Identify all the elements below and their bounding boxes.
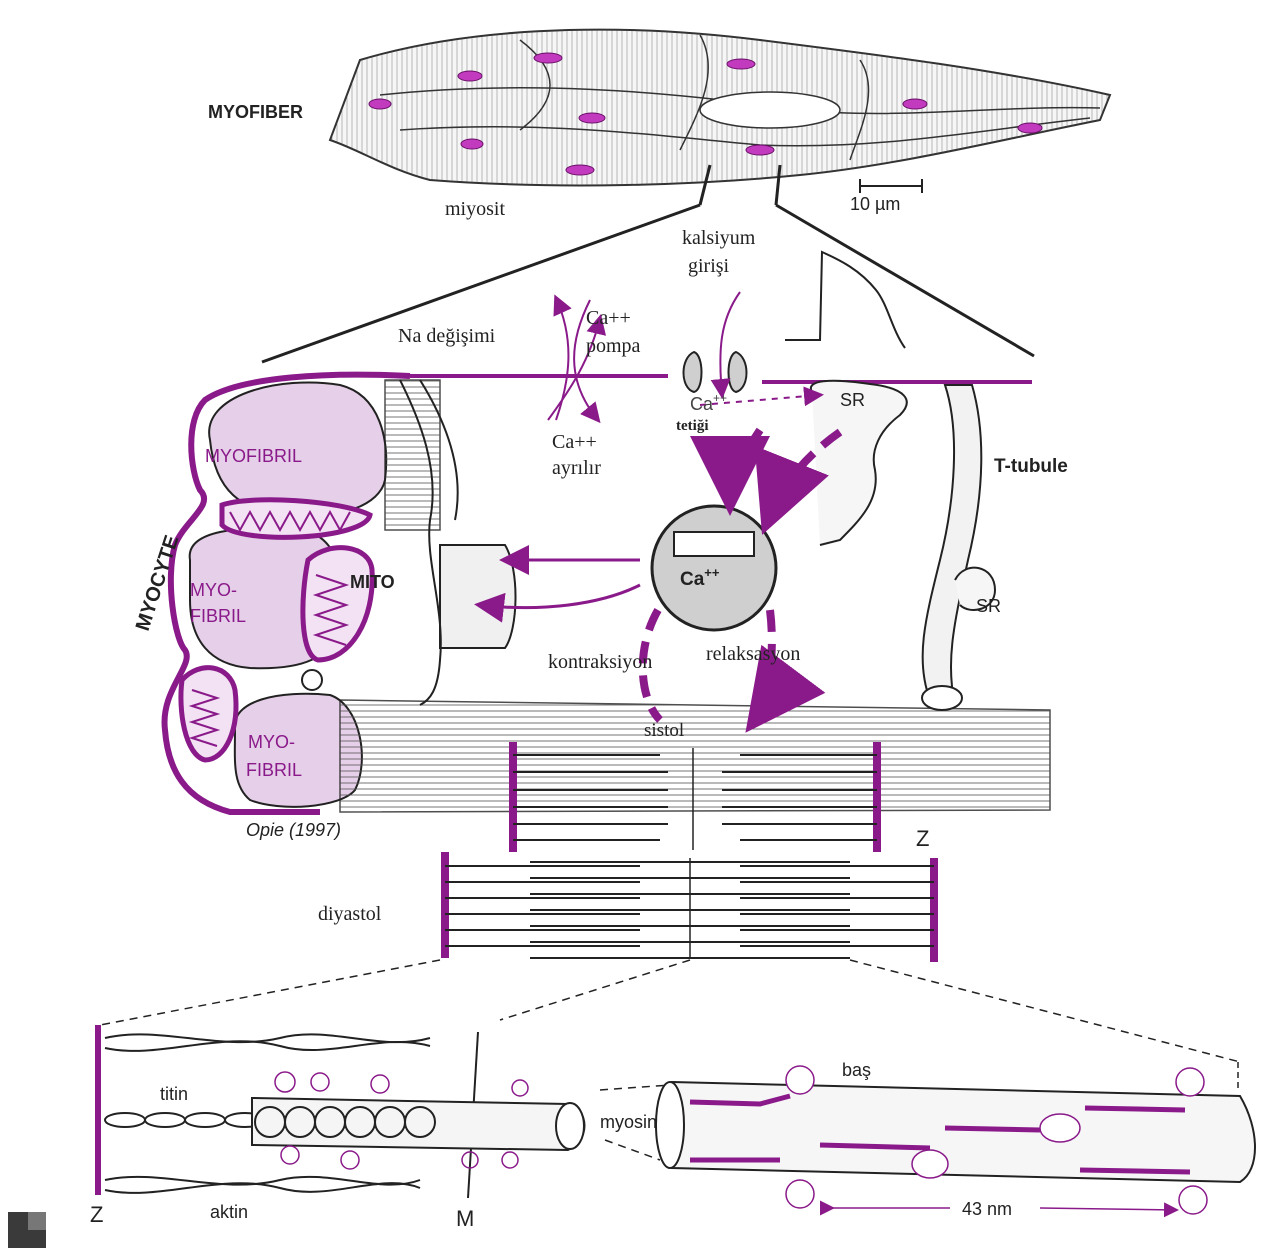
blank-label-box	[674, 532, 754, 556]
myofiber-illustration	[330, 30, 1110, 205]
myofibril-label-1: MYOFIBRIL	[205, 446, 302, 466]
z-label-right: Z	[916, 826, 929, 851]
ca-tetigi-label-line1: Ca++	[690, 391, 727, 414]
sarcomere-diastole	[445, 852, 934, 962]
ca-ayrilir-label-line2: ayrılır	[552, 457, 601, 479]
nm43-label: 43 nm	[962, 1199, 1012, 1219]
diyastol-label: diyastol	[318, 903, 382, 925]
mito-label: MITO	[350, 572, 395, 592]
t-tubule-label: T-tubule	[994, 456, 1068, 477]
myofiber-label: MYOFIBER	[208, 102, 303, 122]
titin-label: titin	[160, 1084, 188, 1104]
miyosit-label: miyosit	[445, 198, 505, 220]
myosin-label: myosin	[600, 1112, 657, 1132]
kalsiyum-label-line2: girişi	[688, 255, 730, 277]
na-degisimi-label: Na değişimi	[398, 325, 496, 347]
myosin-filament-illustration	[656, 1062, 1255, 1214]
myofibril-label-2b: FIBRIL	[190, 606, 246, 626]
t-tubule-shape	[923, 385, 982, 705]
myofibril-label-3b: FIBRIL	[246, 760, 302, 780]
action-potential-curve	[785, 252, 905, 348]
sr-top-label: SR	[840, 390, 865, 410]
ca-tetigi-label-line2: tetiği	[676, 418, 708, 434]
citation-label: Opie (1997)	[246, 820, 341, 840]
calcium-channel	[684, 352, 747, 392]
kalsiyum-label-line1: kalsiyum	[682, 227, 756, 249]
myofibril-label-3a: MYO-	[248, 732, 295, 752]
corner-thumbnail	[8, 1212, 46, 1248]
scale-label: 10 µm	[850, 194, 900, 214]
m-label: M	[456, 1206, 474, 1231]
mito-body	[440, 545, 516, 648]
zoom-line-right	[776, 205, 1034, 356]
scale-bar	[860, 179, 922, 193]
ca-pompa-label-line1: Ca++	[586, 307, 631, 329]
aktin-label: aktin	[210, 1202, 248, 1222]
ca-ayrilir-label-line1: Ca++	[552, 431, 597, 453]
ca-pompa-label-line2: pompa	[586, 335, 641, 357]
z-label-left: Z	[90, 1202, 103, 1227]
relaksasyon-label: relaksasyon	[706, 643, 800, 665]
kontraksiyon-label: kontraksiyon	[548, 651, 652, 673]
sr-mid-label: SR	[976, 596, 1001, 616]
titin-aktin-illustration	[98, 1025, 585, 1198]
sistol-label: sistol	[644, 720, 684, 741]
myofibril-label-2a: MYO-	[190, 580, 237, 600]
bas-label: baş	[842, 1060, 871, 1080]
